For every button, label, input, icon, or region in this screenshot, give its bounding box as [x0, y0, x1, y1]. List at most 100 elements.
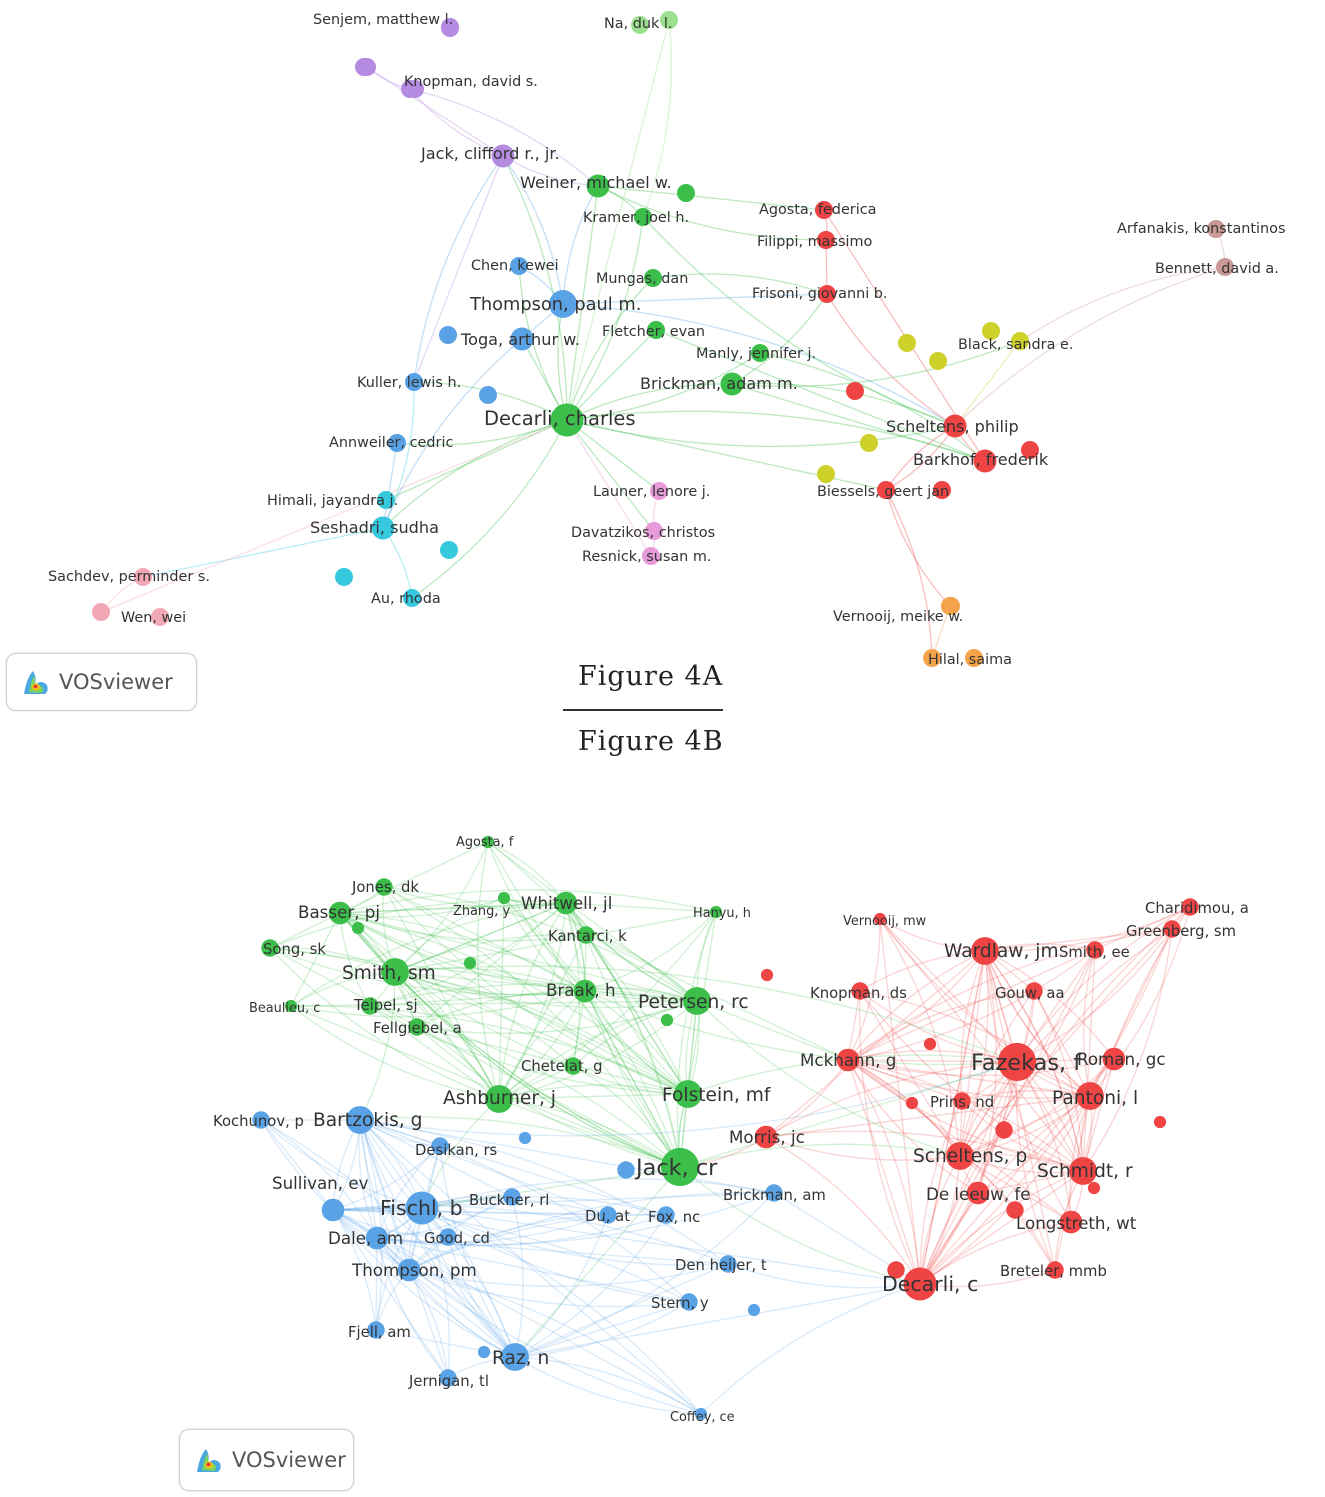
- node[interactable]: [765, 1184, 783, 1202]
- node[interactable]: [1163, 920, 1181, 938]
- node[interactable]: [284, 999, 298, 1013]
- node[interactable]: [431, 1137, 449, 1155]
- node[interactable]: [503, 1188, 521, 1206]
- node[interactable]: [815, 201, 833, 219]
- node[interactable]: [1102, 1047, 1126, 1071]
- node[interactable]: [440, 541, 458, 559]
- node[interactable]: [645, 522, 663, 540]
- node[interactable]: [660, 1013, 674, 1027]
- node[interactable]: [817, 465, 835, 483]
- node[interactable]: [549, 290, 577, 318]
- node[interactable]: [923, 649, 941, 667]
- node[interactable]: [586, 174, 610, 198]
- node[interactable]: [477, 1345, 491, 1359]
- node[interactable]: [501, 1343, 529, 1371]
- node[interactable]: [634, 208, 652, 226]
- node[interactable]: [463, 956, 477, 970]
- node[interactable]: [134, 568, 152, 586]
- node[interactable]: [754, 1125, 778, 1149]
- node[interactable]: [971, 937, 999, 965]
- node[interactable]: [1025, 982, 1043, 1000]
- node[interactable]: [966, 1181, 990, 1205]
- node[interactable]: [367, 1321, 385, 1339]
- node[interactable]: [982, 322, 1000, 340]
- node[interactable]: [1216, 258, 1234, 276]
- node[interactable]: [747, 1303, 761, 1317]
- node[interactable]: [995, 1121, 1013, 1139]
- node[interactable]: [573, 979, 597, 1003]
- node[interactable]: [371, 516, 395, 540]
- node[interactable]: [929, 352, 947, 370]
- node[interactable]: [818, 285, 836, 303]
- node[interactable]: [377, 491, 395, 509]
- node[interactable]: [361, 997, 379, 1015]
- node[interactable]: [836, 1048, 860, 1072]
- node[interactable]: [261, 939, 279, 957]
- node[interactable]: [388, 434, 406, 452]
- node[interactable]: [92, 603, 110, 621]
- node[interactable]: [905, 1096, 919, 1110]
- node[interactable]: [491, 144, 515, 168]
- node[interactable]: [1153, 1115, 1167, 1129]
- node[interactable]: [946, 1142, 974, 1170]
- node[interactable]: [933, 481, 951, 499]
- node[interactable]: [953, 1092, 971, 1110]
- node[interactable]: [577, 926, 595, 944]
- node[interactable]: [441, 19, 459, 37]
- node[interactable]: [647, 321, 665, 339]
- node[interactable]: [997, 1042, 1037, 1082]
- node[interactable]: [694, 1407, 708, 1421]
- node[interactable]: [405, 1191, 439, 1225]
- node[interactable]: [518, 1131, 532, 1145]
- node[interactable]: [439, 1228, 457, 1246]
- node[interactable]: [485, 1085, 513, 1113]
- node[interactable]: [1046, 1261, 1064, 1279]
- node[interactable]: [941, 597, 959, 615]
- node[interactable]: [617, 1161, 635, 1179]
- node[interactable]: [873, 912, 887, 926]
- node[interactable]: [335, 568, 353, 586]
- node[interactable]: [151, 608, 169, 626]
- node[interactable]: [497, 891, 511, 905]
- node[interactable]: [439, 1369, 457, 1387]
- node[interactable]: [550, 403, 584, 437]
- node[interactable]: [381, 958, 409, 986]
- node[interactable]: [1086, 941, 1104, 959]
- node[interactable]: [1087, 1181, 1101, 1195]
- node[interactable]: [351, 921, 365, 935]
- node[interactable]: [403, 589, 421, 607]
- node[interactable]: [346, 1106, 374, 1134]
- node[interactable]: [677, 184, 695, 202]
- node[interactable]: [817, 231, 835, 249]
- node[interactable]: [1207, 220, 1225, 238]
- node[interactable]: [358, 58, 376, 76]
- node[interactable]: [328, 901, 352, 925]
- node[interactable]: [599, 1206, 617, 1224]
- node[interactable]: [674, 1080, 702, 1108]
- node[interactable]: [1021, 441, 1039, 459]
- node[interactable]: [923, 1037, 937, 1051]
- node[interactable]: [397, 1258, 421, 1282]
- node[interactable]: [481, 835, 495, 849]
- node[interactable]: [683, 987, 711, 1015]
- node[interactable]: [479, 386, 497, 404]
- node[interactable]: [719, 1255, 737, 1273]
- node[interactable]: [709, 905, 723, 919]
- node[interactable]: [408, 1018, 426, 1036]
- node[interactable]: [657, 1206, 675, 1224]
- node[interactable]: [887, 1261, 905, 1279]
- node[interactable]: [851, 982, 869, 1000]
- node[interactable]: [1181, 898, 1199, 916]
- node[interactable]: [1006, 1201, 1024, 1219]
- node[interactable]: [631, 16, 649, 34]
- node[interactable]: [660, 1147, 700, 1187]
- node[interactable]: [973, 449, 997, 473]
- node[interactable]: [898, 334, 916, 352]
- node[interactable]: [1011, 332, 1029, 350]
- node[interactable]: [510, 327, 534, 351]
- node[interactable]: [401, 80, 419, 98]
- node[interactable]: [375, 878, 393, 896]
- node[interactable]: [510, 257, 528, 275]
- node[interactable]: [877, 481, 895, 499]
- node[interactable]: [680, 1293, 698, 1311]
